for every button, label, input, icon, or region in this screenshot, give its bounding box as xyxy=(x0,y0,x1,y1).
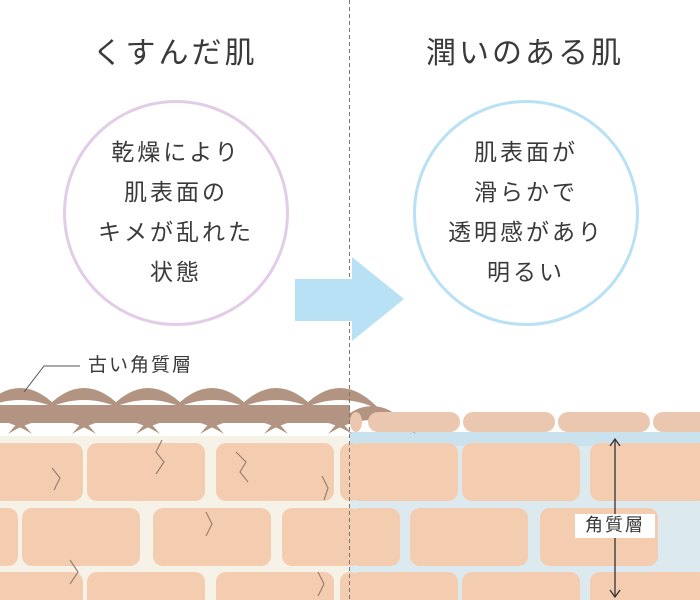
description-line: キメが乱れた xyxy=(98,220,254,246)
description-line: 滑らかで xyxy=(474,180,578,206)
skin-cell xyxy=(216,572,334,600)
crack-line xyxy=(205,511,213,537)
skin-cell xyxy=(0,443,83,501)
right-arrow-icon xyxy=(295,257,404,341)
old-stratum-scale xyxy=(172,388,252,410)
old-stratum-scale xyxy=(108,388,188,410)
smooth-scale xyxy=(558,412,650,432)
skin-cracks xyxy=(51,439,329,597)
description-line: 肌表面が xyxy=(474,140,578,166)
old-stratum-scale xyxy=(44,388,124,410)
dull-skin-description: 乾燥により 肌表面の キメが乱れた 状態 xyxy=(63,100,289,326)
crack-line xyxy=(317,571,325,597)
smooth-stratum-scales xyxy=(350,412,700,432)
skin-cell xyxy=(590,443,700,501)
crack-line xyxy=(235,451,249,483)
description-line: 乾燥により xyxy=(111,140,241,166)
skin-cell xyxy=(350,508,400,566)
right-skin-cells xyxy=(350,443,700,600)
skin-cell xyxy=(282,508,360,566)
smooth-scale xyxy=(350,412,362,432)
smooth-scale xyxy=(653,412,700,432)
description-line: 肌表面の xyxy=(124,180,228,206)
old-stratum-label: 古い角質層 xyxy=(88,354,194,376)
skin-cell xyxy=(462,572,580,600)
moist-skin-description: 肌表面が 滑らかで 透明感があり 明るい xyxy=(413,100,639,326)
skin-cell xyxy=(410,508,528,566)
moist-skin-title: 潤いのある肌 xyxy=(426,36,624,71)
left-skin-cells xyxy=(0,443,360,600)
description-line: 状態 xyxy=(150,260,202,286)
dull-skin-title: くすんだ肌 xyxy=(92,36,258,71)
crack-line xyxy=(321,475,329,501)
skin-cell xyxy=(87,572,205,600)
skin-cell xyxy=(216,443,334,501)
old-stratum-scale xyxy=(300,388,380,410)
crack-line xyxy=(69,559,79,585)
smooth-scale xyxy=(463,412,555,432)
description-line: 明るい xyxy=(487,260,565,286)
skin-cell xyxy=(590,572,700,600)
old-stratum-scale xyxy=(0,388,60,410)
old-stratum-scale xyxy=(236,388,316,410)
crack-line xyxy=(155,439,165,475)
skin-cell xyxy=(153,508,271,566)
callout-line xyxy=(23,365,80,393)
old-stratum-scales xyxy=(0,388,416,434)
skin-cell xyxy=(350,572,458,600)
smooth-scale xyxy=(368,412,460,432)
description-line: 透明感があり xyxy=(448,220,604,246)
skin-cell xyxy=(462,443,580,501)
skin-cell xyxy=(22,508,140,566)
skin-cell xyxy=(87,443,205,501)
stratum-corneum-label: 角質層 xyxy=(575,514,655,538)
skin-cell xyxy=(0,508,18,566)
crack-line xyxy=(51,467,61,491)
old-stratum-band xyxy=(0,405,350,423)
skin-cell xyxy=(0,572,83,600)
skin-cell xyxy=(350,443,458,501)
